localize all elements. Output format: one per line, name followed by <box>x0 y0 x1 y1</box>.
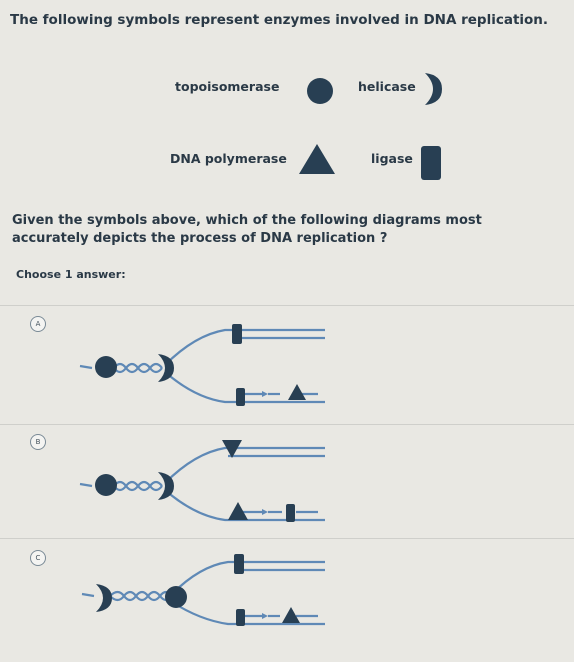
option-c-diagram <box>81 554 325 626</box>
legend-label-helicase: helicase <box>358 79 416 94</box>
ligase-icon <box>236 609 245 626</box>
question-intro: The following symbols represent enzymes … <box>10 12 549 28</box>
option-b-diagram <box>79 440 325 522</box>
dna-polymerase-icon <box>299 144 335 174</box>
helicase-icon <box>425 73 442 105</box>
ligase-icon <box>234 554 244 574</box>
topoisomerase-icon <box>307 78 333 104</box>
option-letter-a: A <box>30 316 46 332</box>
divider <box>0 538 574 539</box>
topoisomerase-icon <box>95 356 117 378</box>
option-letter-b: B <box>30 434 46 450</box>
helicase-icon <box>96 584 112 612</box>
divider <box>0 424 574 425</box>
ligase-icon <box>421 146 441 180</box>
topoisomerase-icon <box>95 474 117 496</box>
option-letter-c: C <box>30 550 46 566</box>
legend-label-ligase: ligase <box>371 151 413 166</box>
helicase-icon <box>158 354 174 382</box>
dna-polymerase-icon <box>222 440 242 458</box>
dna-polymerase-icon <box>288 384 306 400</box>
answer-option-c[interactable]: C <box>0 544 574 662</box>
legend-label-topoisomerase: topoisomerase <box>175 79 280 94</box>
ligase-icon <box>286 504 295 522</box>
answer-option-a[interactable]: A <box>0 310 574 428</box>
choose-label: Choose 1 answer: <box>16 268 126 281</box>
ligase-icon <box>232 324 242 344</box>
topoisomerase-icon <box>165 586 187 608</box>
helicase-icon <box>158 472 174 500</box>
answer-option-b[interactable]: B <box>0 428 574 546</box>
legend-label-dna-polymerase: DNA polymerase <box>170 151 287 166</box>
dna-polymerase-icon <box>228 502 248 520</box>
option-a-diagram <box>79 324 325 406</box>
divider <box>0 305 574 306</box>
ligase-icon <box>236 388 245 406</box>
question-prompt: Given the symbols above, which of the fo… <box>12 213 482 246</box>
dna-polymerase-icon <box>282 607 300 623</box>
